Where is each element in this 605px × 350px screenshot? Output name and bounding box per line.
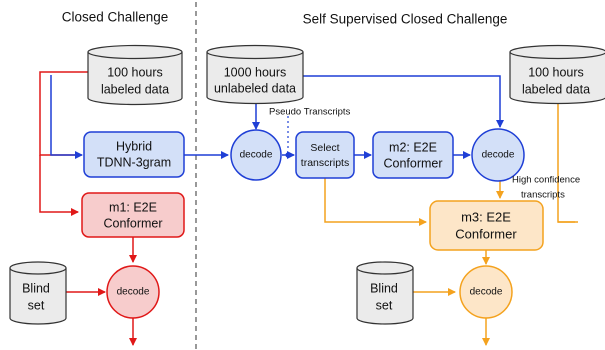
m3-label-line2: Conformer (455, 226, 517, 241)
hybrid-label-line2: TDNN-3gram (97, 155, 171, 169)
edge-unlabeled-to-decode-2 (302, 75, 504, 128)
m3-conformer-box: m3: E2E Conformer (429, 200, 544, 251)
pseudo-transcripts-dot (285, 152, 291, 158)
decode-node-1: decode (230, 129, 282, 181)
database-labeled-right: 100 hours labeled data (509, 44, 605, 105)
m3-label-line1: m3: E2E (461, 209, 511, 224)
hybrid-tdnn-box: Hybrid TDNN-3gram (83, 131, 185, 178)
decode-1-label: decode (240, 150, 273, 161)
m2-conformer-box: m2: E2E Conformer (372, 131, 454, 179)
blind-right-line2: set (376, 298, 393, 312)
high-confidence-line1: High confidence (512, 175, 580, 186)
blind-set-left: Blind set (9, 261, 67, 325)
closed-challenge-header: Closed Challenge (62, 10, 169, 25)
m1-label-line2: Conformer (103, 216, 162, 230)
select-transcripts-box: Select transcripts (295, 131, 355, 179)
decode-right-label: decode (470, 287, 503, 298)
high-confidence-line2: transcripts (521, 190, 565, 201)
m2-label-line1: m2: E2E (389, 140, 437, 154)
hybrid-label-line1: Hybrid (116, 139, 152, 153)
m1-label-line1: m1: E2E (109, 200, 157, 214)
edge-select-to-m3 (324, 178, 427, 226)
decode-node-right: decode (459, 265, 513, 319)
db-unlabeled-line1: 1000 hours (224, 65, 287, 79)
decode-left-label: decode (117, 287, 150, 298)
decode-node-left: decode (106, 265, 160, 319)
edge-db-left-to-hybrid-red (39, 71, 88, 156)
self-supervised-header: Self Supervised Closed Challenge (303, 12, 508, 27)
decode-node-2: decode (471, 128, 525, 182)
db-label-right-line2: labeled data (522, 82, 590, 96)
m2-label-line2: Conformer (383, 156, 442, 170)
db-label-left-line1: 100 hours (107, 65, 163, 79)
edge-labeled-right-to-m3 (557, 102, 575, 223)
blind-right-line1: Blind (370, 281, 398, 295)
database-labeled-left: 100 hours labeled data (87, 44, 183, 106)
db-label-left-line2: labeled data (101, 82, 169, 96)
edge-db-left-to-hybrid (50, 75, 83, 159)
db-label-right-line1: 100 hours (528, 65, 584, 79)
select-label-line1: Select (310, 142, 339, 154)
edge-db-left-to-m1 (39, 155, 79, 216)
select-label-line2: transcripts (301, 157, 349, 169)
blind-left-line1: Blind (22, 281, 50, 295)
database-unlabeled: 1000 hours unlabeled data (206, 44, 304, 105)
blind-set-right: Blind set (356, 261, 414, 325)
blind-left-line2: set (28, 298, 45, 312)
db-unlabeled-line2: unlabeled data (214, 81, 296, 95)
decode-2-label: decode (482, 150, 515, 161)
m1-conformer-box: m1: E2E Conformer (81, 192, 185, 238)
pseudo-transcripts-label: Pseudo Transcripts (269, 107, 351, 118)
